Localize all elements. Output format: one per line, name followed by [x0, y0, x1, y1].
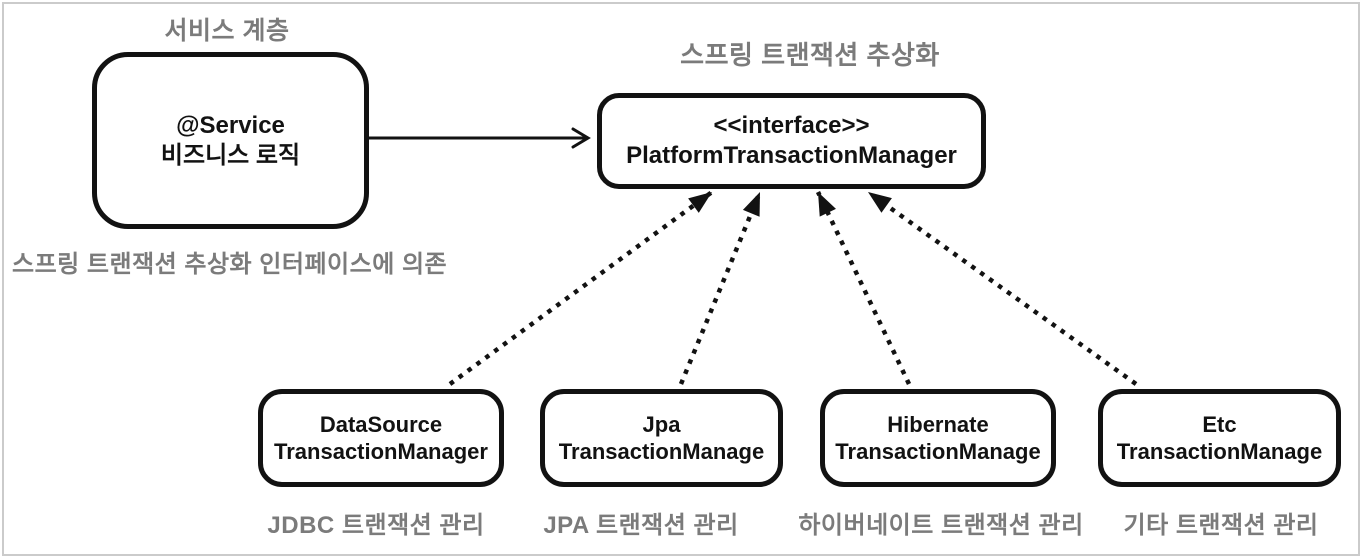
impl-etc-line1: Etc: [1202, 411, 1237, 437]
impl-datasource-line2: TransactionManager: [274, 439, 488, 464]
dependency-note: 스프링 트랜잭션 추상화 인터페이스에 의존: [12, 251, 448, 278]
impl-etc-line2: TransactionManage: [1116, 439, 1323, 464]
caption-jpa: JPA 트랜잭션 관리: [543, 512, 739, 539]
interface-box: <<interface>> PlatformTransactionManager: [597, 93, 986, 189]
impl-box-etc: Etc TransactionManage: [1098, 389, 1341, 487]
impl-hibernate-line2: TransactionManage: [835, 439, 1041, 464]
impl-datasource-line1: DataSource: [319, 411, 443, 437]
impl-jpa-line1: Jpa: [642, 411, 681, 437]
caption-jdbc: JDBC 트랜잭션 관리: [267, 512, 485, 539]
impl-box-datasource: DataSource TransactionManager: [258, 389, 504, 487]
service-box-annotation: @Service: [176, 111, 285, 139]
impl-box-jpa: Jpa TransactionManage: [540, 389, 783, 487]
interface-name: PlatformTransactionManager: [626, 142, 957, 169]
caption-hibernate: 하이버네이트 트랜잭션 관리: [798, 512, 1084, 539]
caption-etc: 기타 트랜잭션 관리: [1123, 512, 1319, 539]
impl-hibernate-line1: Hibernate: [887, 411, 989, 437]
interface-stereotype: <<interface>>: [713, 112, 870, 139]
service-layer-title: 서비스 계층: [164, 17, 290, 45]
impl-jpa-line2: TransactionManage: [558, 439, 765, 464]
service-box: @Service 비즈니스 로직: [92, 52, 369, 229]
impl-box-hibernate: Hibernate TransactionManage: [820, 389, 1056, 487]
service-box-description: 비즈니스 로직: [160, 141, 301, 169]
abstraction-title: 스프링 트랜잭션 추상화: [680, 40, 940, 70]
